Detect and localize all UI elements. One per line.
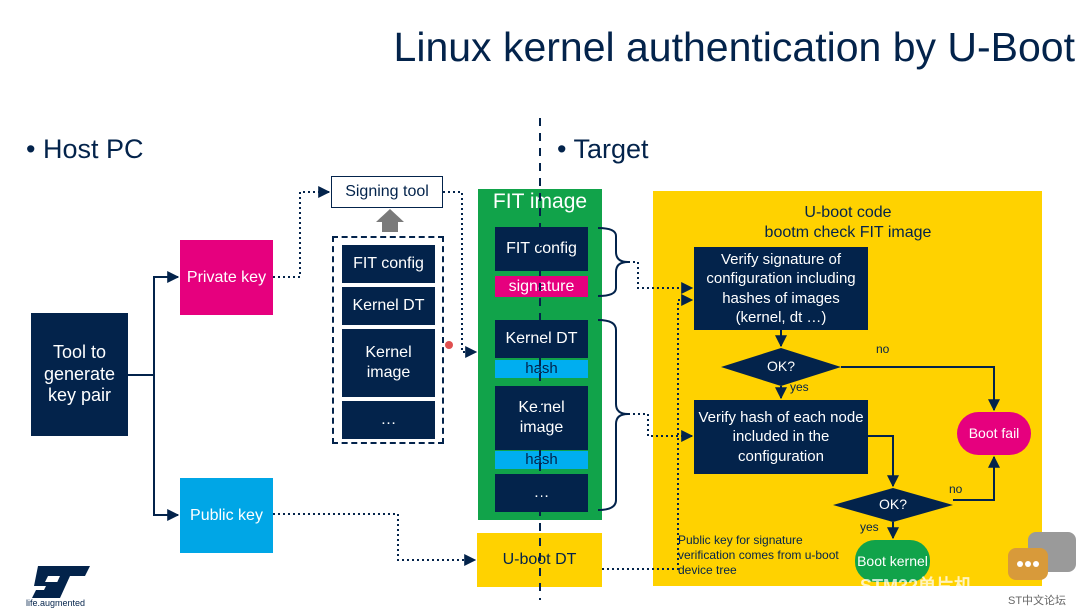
decision-ok2 xyxy=(833,488,953,522)
boot-fail-box: Boot fail xyxy=(957,412,1031,455)
fit-kernel-image-box: Kernel image xyxy=(495,386,588,450)
fit-kernel-dt-box: Kernel DT xyxy=(495,320,588,358)
input-more: … xyxy=(342,401,435,439)
host-pc-heading: • Host PC xyxy=(26,134,144,165)
arrow-to-public-key xyxy=(153,375,180,521)
uboot-code-title: U-boot code xyxy=(804,204,892,221)
brace-nodes xyxy=(597,319,629,511)
brace-config xyxy=(597,227,629,297)
uboot-code-heading: U-boot code bootm check FIT image xyxy=(700,203,996,243)
arrow-private-to-signing xyxy=(273,186,331,278)
ok2-label: OK? xyxy=(878,496,907,512)
yes1-label: yes xyxy=(790,380,809,394)
arrow-ubootdt-to-verify xyxy=(602,294,694,570)
private-key-box: Private key xyxy=(180,240,273,315)
signature-bar: signature xyxy=(495,276,588,297)
public-key-note: Public key for signature verification co… xyxy=(678,533,839,577)
watermark-text: STM32单片机 xyxy=(860,576,973,596)
arrow-hash-to-ok2 xyxy=(868,435,899,488)
cursor-dot xyxy=(445,341,453,349)
input-kernel-image: Kernel image xyxy=(342,329,435,397)
target-label: Target xyxy=(573,134,649,164)
public-key-box: Public key xyxy=(180,478,273,553)
no2-label: no xyxy=(949,482,963,496)
signing-inputs-group xyxy=(332,236,444,444)
arrow-public-to-ubootdt xyxy=(273,513,477,566)
arrow-to-private-key xyxy=(128,271,180,376)
arrow-config-to-verify-sig xyxy=(628,261,694,294)
verify-hash-box: Verify hash of each node included in the… xyxy=(694,400,868,474)
bullet-mark: • xyxy=(26,134,36,164)
slide-title: Linux kernel authentication by U-Boot xyxy=(393,24,1075,70)
chat-bubble-icon xyxy=(1008,532,1076,580)
no1-label: no xyxy=(876,342,890,356)
st-logo-icon xyxy=(32,566,90,598)
input-fit-config: FIT config xyxy=(342,245,435,283)
logo-tagline: life.augmented xyxy=(26,598,86,608)
bullet-mark: • xyxy=(557,134,567,164)
signing-tool-box: Signing tool xyxy=(331,176,443,208)
boot-kernel-box: Boot kernel xyxy=(855,540,930,582)
ok1-label: OK? xyxy=(766,358,795,374)
arrow-nodes-to-verify-hash xyxy=(628,413,694,442)
host-pc-label: Host PC xyxy=(42,134,144,164)
arrow-ok2-no xyxy=(953,455,1000,501)
target-heading: • Target xyxy=(557,134,649,165)
up-arrow-icon xyxy=(376,209,404,232)
hash-bar-image: hash xyxy=(495,451,588,469)
decision-ok1 xyxy=(721,348,841,386)
verify-signature-box: Verify signature of configuration includ… xyxy=(694,247,868,330)
fit-config-box: FIT config xyxy=(495,227,588,271)
fit-image-title: FIT image xyxy=(492,190,588,213)
arrow-ok1-no xyxy=(841,366,1000,412)
input-kernel-dt: Kernel DT xyxy=(342,287,435,325)
watermark-forum: ST中文论坛 xyxy=(1008,595,1067,607)
hash-bar-dt: hash xyxy=(495,360,588,378)
uboot-code-subtitle: bootm check FIT image xyxy=(764,224,932,241)
yes2-label: yes xyxy=(860,520,879,534)
fit-more-box: … xyxy=(495,474,588,512)
keypair-tool-box: Tool to generate key pair xyxy=(31,313,128,436)
arrow-signing-to-fit xyxy=(443,191,478,358)
